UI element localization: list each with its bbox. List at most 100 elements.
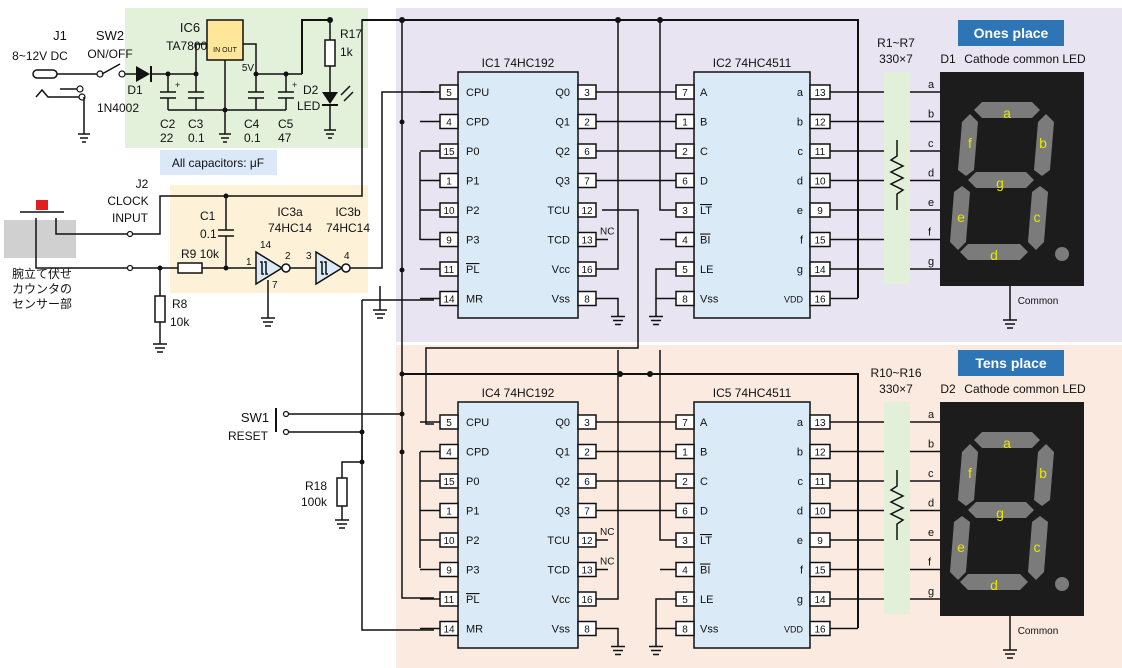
j2-line2: INPUT <box>112 211 149 225</box>
cap-note-box <box>160 150 277 175</box>
r9-resistor <box>177 262 203 274</box>
pin-name: Vss <box>700 624 719 636</box>
schmitt-icon <box>260 261 268 275</box>
pin-number: 7 <box>682 418 688 429</box>
segment-b <box>1034 114 1054 176</box>
pin-name: D <box>700 176 708 188</box>
pin-name: d <box>797 506 803 518</box>
segment-label-d: d <box>990 247 998 263</box>
pin-number: 12 <box>581 536 593 547</box>
pin-number: 9 <box>817 536 823 547</box>
d2-label: LED <box>297 99 321 113</box>
pin-number: 16 <box>581 595 593 606</box>
pin-name: MR <box>466 624 483 636</box>
c3-ref: C3 <box>188 117 204 131</box>
pin-number: 14 <box>814 595 826 606</box>
ic3b-part: 74HC14 <box>326 221 370 235</box>
pin-number: 10 <box>814 177 826 188</box>
r8-val: 10k <box>170 315 190 329</box>
pin-name: LT <box>700 535 712 547</box>
segment-label-e: e <box>957 539 965 555</box>
ground-icon <box>649 298 663 326</box>
pin-number: 8 <box>584 625 590 636</box>
c1-val: 0.1 <box>200 227 217 241</box>
pin-name: d <box>797 176 803 188</box>
segment-wire-label: f <box>928 227 932 239</box>
ic6-part: TA78005 <box>166 39 214 53</box>
rail-5v-label: 5V <box>242 63 255 74</box>
r18-ref: R18 <box>305 479 327 493</box>
nc-label: NC <box>600 227 614 238</box>
segment-label-e: e <box>957 209 965 225</box>
pin-name: c <box>798 476 804 488</box>
pin-number: 6 <box>682 177 688 188</box>
pin-name: Vcc <box>552 594 571 606</box>
pin-name: P1 <box>466 176 479 188</box>
pin-box <box>675 443 695 460</box>
segment-wire-label: b <box>928 439 934 451</box>
ones-heading: Ones place <box>974 25 1049 41</box>
pin-number: 3 <box>682 206 688 217</box>
pin-number: 15 <box>814 236 826 247</box>
r17-val: 1k <box>340 45 354 59</box>
tens-res-val: 330×7 <box>879 382 913 396</box>
r8-resistor <box>154 295 166 323</box>
r18-resistor <box>336 477 348 507</box>
sw2-label: ON/OFF <box>87 47 132 61</box>
ones-decoder-ic <box>693 71 811 319</box>
segment-label-a: a <box>1003 435 1011 451</box>
pin-number: 10 <box>814 507 826 518</box>
pin-name: TCU <box>547 535 570 547</box>
ground-icon <box>1003 286 1017 329</box>
pin-name: BI <box>700 565 710 577</box>
ic3a-part: 74HC14 <box>268 221 312 235</box>
pin-name: LT <box>700 205 712 217</box>
pin-number: 8 <box>682 295 688 306</box>
pin-name: C <box>700 146 708 158</box>
pin-name: LE <box>700 594 713 606</box>
pin-number: 3 <box>682 536 688 547</box>
r9-label: R9 10k <box>181 247 220 261</box>
pin-number: 12 <box>814 118 826 129</box>
pin-name: g <box>797 594 803 606</box>
pin-number: 11 <box>815 477 826 488</box>
ones-heading-box <box>958 20 1064 46</box>
segment-e <box>950 516 970 580</box>
pin-number: 14 <box>443 625 455 636</box>
pin-name: g <box>797 264 803 276</box>
pin-name: P0 <box>466 476 479 488</box>
sensor-label-2: カウンタの <box>12 282 72 296</box>
j1-ref: J1 <box>53 28 67 43</box>
r18-val: 100k <box>301 495 328 509</box>
segment-c <box>1028 186 1048 250</box>
pin-name: TCU <box>547 205 570 217</box>
r17-resistor <box>324 39 336 67</box>
pin-number: 10 <box>443 206 455 217</box>
pin-number: 6 <box>584 147 590 158</box>
segment-label-c: c <box>1034 539 1041 555</box>
pin-name: P3 <box>466 235 479 247</box>
segment-g <box>968 502 1034 518</box>
segment-wire-label: f <box>928 557 932 569</box>
pin-name: P3 <box>466 565 479 577</box>
pin-name: VDD <box>784 295 804 305</box>
segment-label-f: f <box>968 135 972 151</box>
j1-voltage: 8~12V DC <box>12 49 68 63</box>
ground-icon <box>219 133 231 143</box>
pin-number: 8 <box>682 625 688 636</box>
pin-number: 11 <box>444 595 455 606</box>
sensor-label-3: センサー部 <box>12 296 72 311</box>
sensor-label-1: 腕立て伏せ <box>12 266 72 281</box>
pin-number: 16 <box>814 625 826 636</box>
pin-name: Q1 <box>555 117 570 129</box>
pin-number: 2 <box>584 448 590 459</box>
j2-line1: CLOCK <box>107 194 148 208</box>
pin-number: 9 <box>817 206 823 217</box>
ground-icon <box>649 628 663 656</box>
pin-name: Vss <box>700 294 719 306</box>
pin-name: LE <box>700 264 713 276</box>
pin-number: 2 <box>682 147 688 158</box>
pin-box <box>675 113 695 130</box>
d2-led-icon <box>322 92 338 104</box>
